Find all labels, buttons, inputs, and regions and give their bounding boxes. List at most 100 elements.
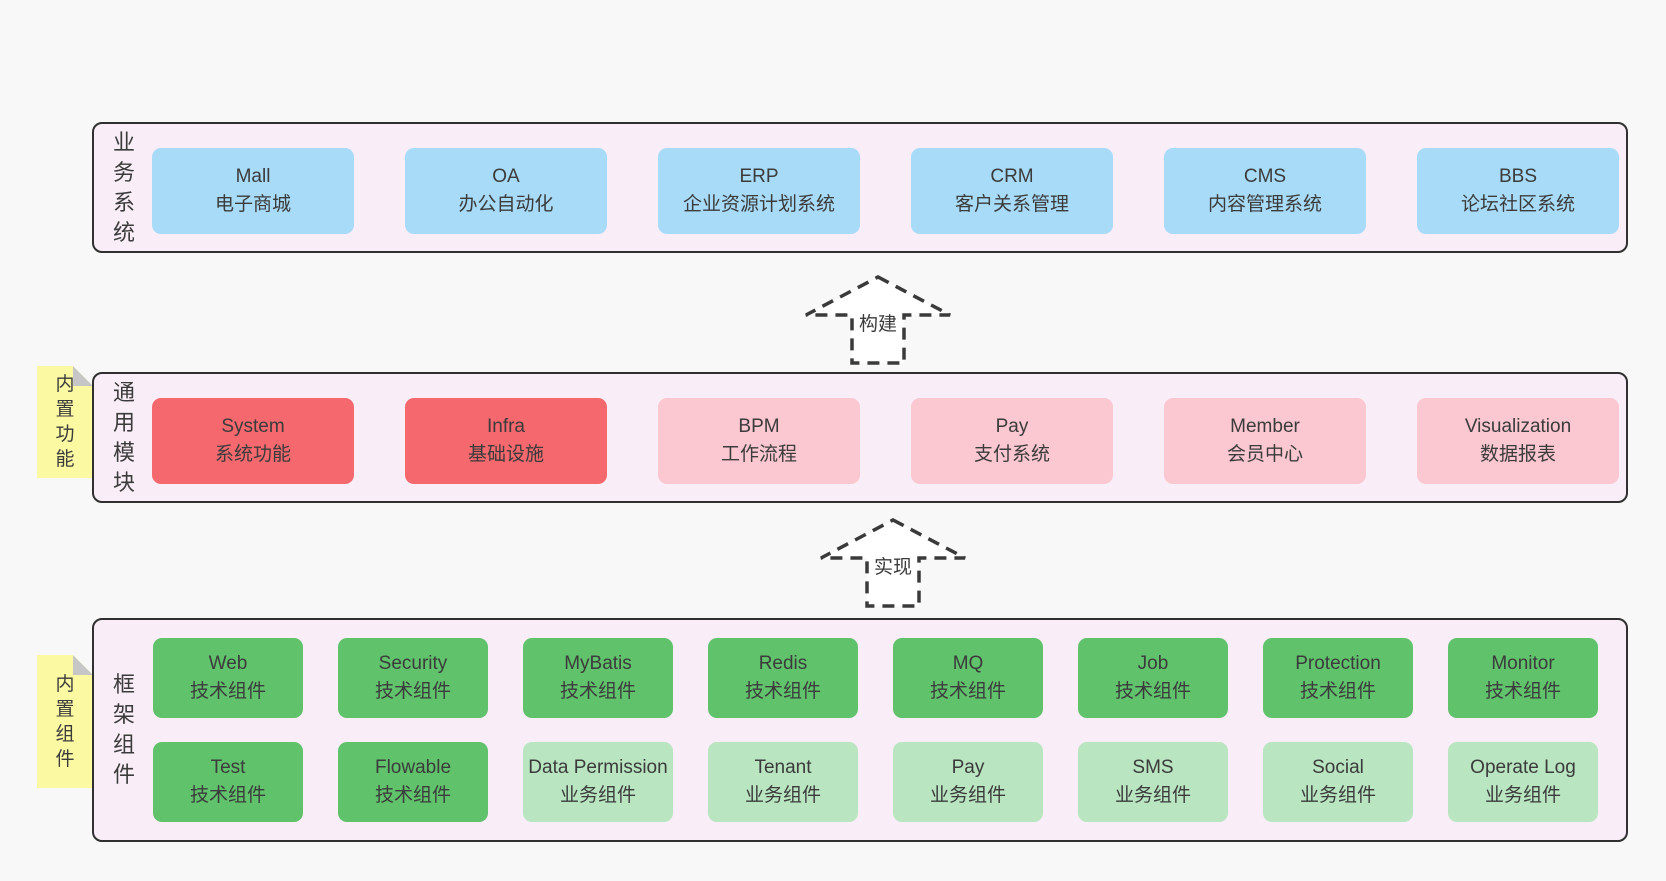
business-box-row: Mall 电子商城 OA 办公自动化 ERP 企业资源计划系统 CRM 客户关系…	[152, 148, 1619, 234]
box-erp: ERP 企业资源计划系统	[658, 148, 860, 234]
sticky-note-builtin-functions: 内置功能	[37, 366, 93, 478]
band-common-modules: 通用模块 System 系统功能 Infra 基础设施 BPM 工作流程 Pay…	[92, 372, 1628, 503]
box-title: CRM	[990, 165, 1034, 187]
box-member: Member 会员中心	[1164, 398, 1366, 484]
band-label-framework-components: 框架组件	[112, 672, 135, 787]
box-security: Security 技术组件	[338, 638, 488, 718]
box-title: Job	[1137, 652, 1169, 674]
box-title: System	[221, 415, 285, 437]
box-subtitle: 支付系统	[973, 444, 1050, 465]
box-subtitle: 电子商城	[214, 194, 291, 215]
box-title: Flowable	[374, 756, 452, 778]
box-subtitle: 业务组件	[744, 785, 821, 806]
sticky-note-text: 内置功能	[55, 374, 75, 470]
box-sms: SMS 业务组件	[1078, 742, 1228, 822]
box-crm: CRM 客户关系管理	[911, 148, 1113, 234]
box-protection: Protection 技术组件	[1263, 638, 1413, 718]
box-title: Operate Log	[1470, 756, 1576, 778]
box-subtitle: 业务组件	[929, 785, 1006, 806]
band-label-common-modules: 通用模块	[112, 379, 135, 495]
box-cms: CMS 内容管理系统	[1164, 148, 1366, 234]
arrow-up-implement-icon: 实现	[820, 518, 966, 608]
box-flowable: Flowable 技术组件	[338, 742, 488, 822]
box-title: SMS	[1132, 756, 1174, 778]
box-title: CMS	[1243, 165, 1287, 187]
box-subtitle: 技术组件	[189, 785, 266, 806]
box-title: Mall	[235, 165, 271, 187]
box-mq: MQ 技术组件	[893, 638, 1043, 718]
box-pay-component: Pay 业务组件	[893, 742, 1043, 822]
box-title: OA	[492, 165, 520, 187]
box-title: Social	[1312, 756, 1364, 778]
box-title: MQ	[952, 652, 984, 674]
box-mybatis: MyBatis 技术组件	[523, 638, 673, 718]
box-system: System 系统功能	[152, 398, 354, 484]
box-subtitle: 内容管理系统	[1207, 194, 1322, 215]
box-title: Test	[210, 756, 246, 778]
box-title: Redis	[758, 652, 808, 674]
box-title: Web	[208, 652, 248, 674]
box-subtitle: 论坛社区系统	[1460, 194, 1575, 215]
arrow-up-build-icon: 构建	[805, 275, 951, 365]
box-subtitle: 技术组件	[744, 681, 821, 702]
box-subtitle: 技术组件	[1299, 681, 1376, 702]
folded-corner-icon	[73, 366, 93, 386]
box-web: Web 技术组件	[153, 638, 303, 718]
box-title: Pay	[995, 415, 1029, 437]
box-title: Visualization	[1464, 415, 1572, 437]
box-subtitle: 技术组件	[189, 681, 266, 702]
box-social: Social 业务组件	[1263, 742, 1413, 822]
box-subtitle: 办公自动化	[458, 194, 554, 215]
box-tenant: Tenant 业务组件	[708, 742, 858, 822]
box-subtitle: 基础设施	[467, 444, 544, 465]
box-bpm: BPM 工作流程	[658, 398, 860, 484]
box-infra: Infra 基础设施	[405, 398, 607, 484]
box-pay-system: Pay 支付系统	[911, 398, 1113, 484]
box-subtitle: 技术组件	[1114, 681, 1191, 702]
box-title: MyBatis	[564, 652, 632, 674]
box-subtitle: 技术组件	[374, 681, 451, 702]
box-subtitle: 系统功能	[214, 444, 291, 465]
framework-box-row-2: Test 技术组件 Flowable 技术组件 Data Permission …	[153, 742, 1598, 822]
box-subtitle: 企业资源计划系统	[682, 194, 835, 215]
box-subtitle: 技术组件	[559, 681, 636, 702]
box-title: Member	[1230, 415, 1300, 437]
box-subtitle: 业务组件	[1299, 785, 1376, 806]
box-title: Infra	[486, 415, 526, 437]
box-subtitle: 技术组件	[929, 681, 1006, 702]
sticky-note-builtin-components: 内置组件	[37, 655, 93, 788]
box-title: Tenant	[754, 756, 812, 778]
box-subtitle: 业务组件	[1484, 785, 1561, 806]
box-visualization: Visualization 数据报表	[1417, 398, 1619, 484]
box-mall: Mall 电子商城	[152, 148, 354, 234]
box-title: Security	[378, 652, 448, 674]
framework-box-row-1: Web 技术组件 Security 技术组件 MyBatis 技术组件 Redi…	[153, 638, 1598, 718]
box-subtitle: 数据报表	[1479, 444, 1556, 465]
modules-box-row: System 系统功能 Infra 基础设施 BPM 工作流程 Pay 支付系统…	[152, 398, 1619, 484]
folded-corner-icon	[73, 655, 93, 675]
box-subtitle: 工作流程	[720, 444, 797, 465]
arrow-label-implement: 实现	[874, 556, 912, 578]
box-monitor: Monitor 技术组件	[1448, 638, 1598, 718]
box-title: Protection	[1295, 652, 1381, 674]
box-subtitle: 会员中心	[1226, 444, 1303, 465]
box-subtitle: 客户关系管理	[954, 194, 1069, 215]
box-subtitle: 技术组件	[374, 785, 451, 806]
arrow-label-build: 构建	[859, 313, 897, 335]
box-title: ERP	[739, 165, 779, 187]
box-title: BBS	[1498, 165, 1538, 187]
box-bbs: BBS 论坛社区系统	[1417, 148, 1619, 234]
box-oa: OA 办公自动化	[405, 148, 607, 234]
box-title: Pay	[951, 756, 985, 778]
band-framework-components: 框架组件 Web 技术组件 Security 技术组件 MyBatis 技术组件…	[92, 618, 1628, 842]
band-business-systems: 业务系统 Mall 电子商城 OA 办公自动化 ERP 企业资源计划系统 CRM…	[92, 122, 1628, 253]
box-subtitle: 业务组件	[559, 785, 636, 806]
box-job: Job 技术组件	[1078, 638, 1228, 718]
box-operate-log: Operate Log 业务组件	[1448, 742, 1598, 822]
box-subtitle: 业务组件	[1114, 785, 1191, 806]
band-label-business-systems: 业务系统	[112, 129, 135, 245]
box-data-permission: Data Permission 业务组件	[523, 742, 673, 822]
box-test: Test 技术组件	[153, 742, 303, 822]
box-title: Monitor	[1491, 652, 1555, 674]
